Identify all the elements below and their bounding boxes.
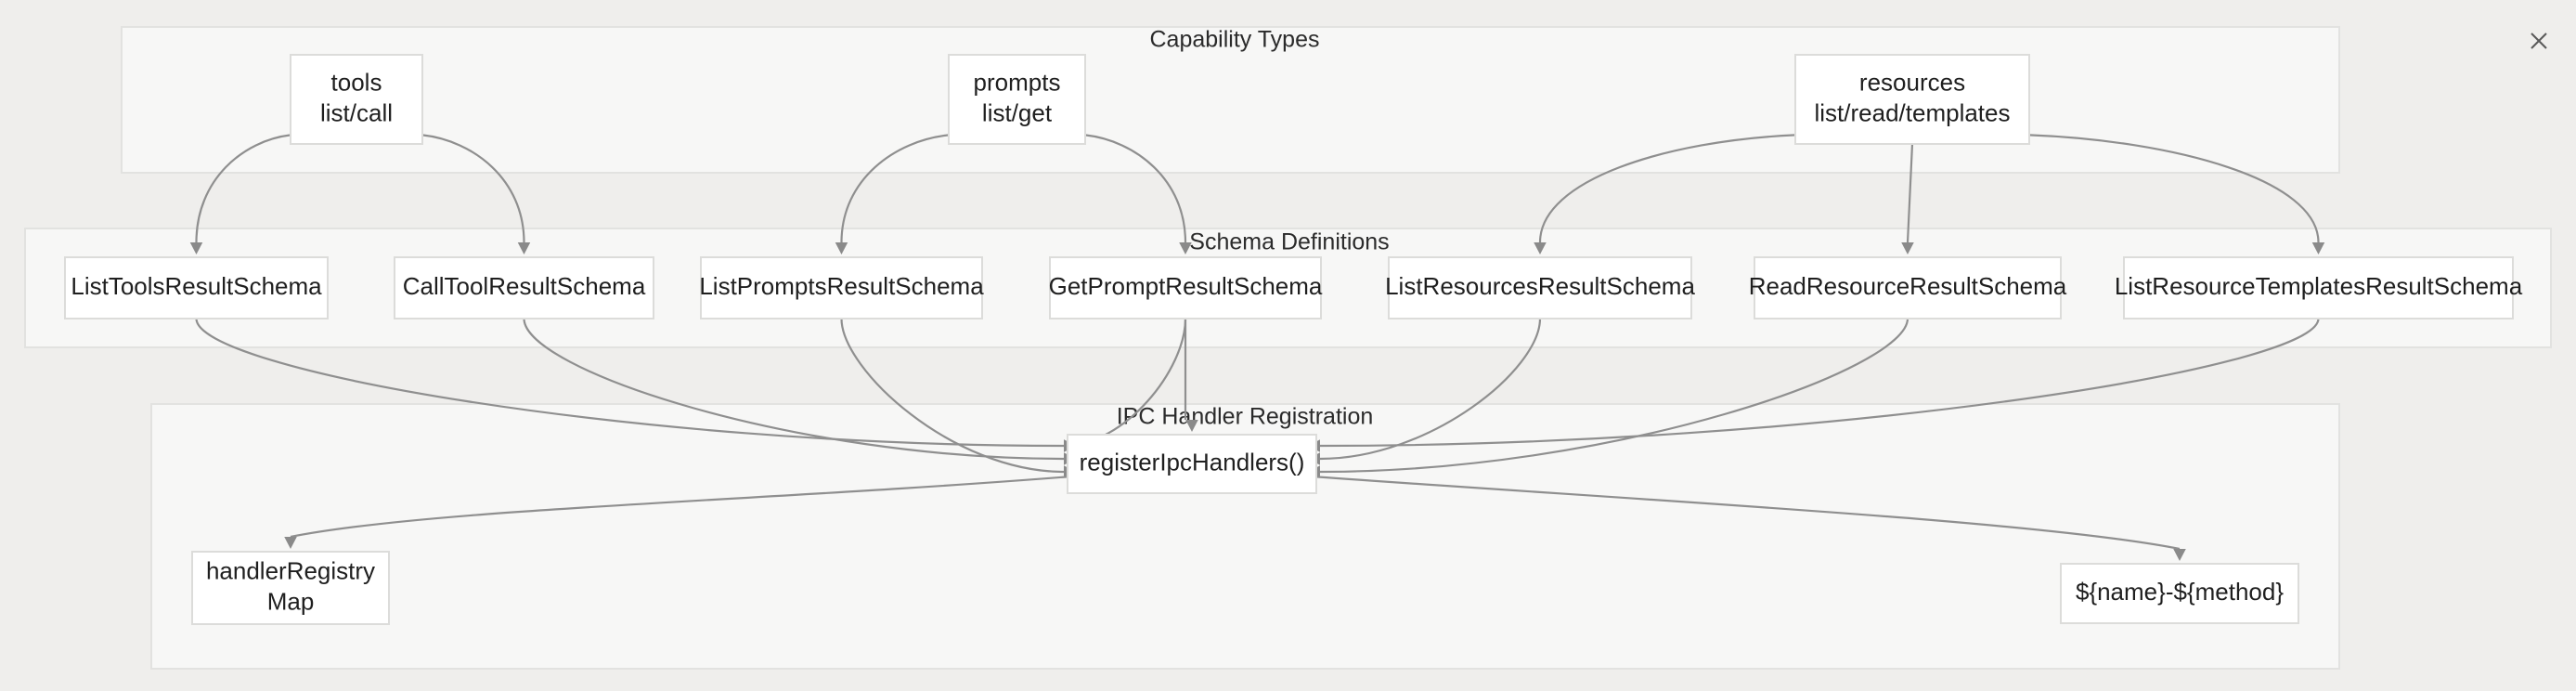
node-label: resources	[1859, 68, 1965, 96]
edge-line	[523, 318, 1065, 461]
arrow-head-glyph	[2311, 242, 2325, 254]
node-box[interactable]	[394, 256, 654, 319]
cluster-label: IPC Handler Registration	[1117, 404, 1374, 430]
edge-arrow-icon	[1185, 420, 1198, 432]
edge-arrow-icon	[2173, 549, 2186, 561]
edge-resources-to-read-resource	[1901, 143, 1914, 254]
node-box[interactable]	[64, 256, 329, 319]
edge-line	[290, 476, 1068, 539]
edge-line	[1084, 134, 1187, 243]
node-get-prompt-result-schema[interactable]: GetPromptResultSchema	[1049, 256, 1323, 319]
edge-resources-to-list-resources	[1534, 134, 1796, 254]
edge-line	[1538, 134, 1796, 243]
edge-line	[840, 318, 1065, 474]
edge-arrow-icon	[2311, 242, 2325, 254]
edge-tools-to-list-tools	[189, 134, 291, 254]
edge-line	[421, 134, 525, 243]
node-label: ${name}-${method}	[2076, 578, 2284, 606]
node-box[interactable]	[1754, 256, 2062, 319]
edge-line	[195, 134, 291, 243]
edge-tools-to-call-tool	[421, 134, 531, 254]
arrow-head-glyph	[189, 242, 203, 254]
edge-arrow-icon	[284, 537, 297, 549]
nodes-layer: toolslist/callpromptslist/getresourcesli…	[64, 54, 2523, 625]
node-label: ListResourceTemplatesResultSchema	[2115, 272, 2523, 300]
node-label: registerIpcHandlers()	[1080, 448, 1305, 476]
node-label: tools	[331, 68, 382, 96]
node-box[interactable]	[700, 256, 983, 319]
node-box[interactable]	[191, 551, 390, 625]
node-list-tools-result-schema[interactable]: ListToolsResultSchema	[64, 256, 329, 319]
node-box[interactable]	[1067, 434, 1317, 494]
node-box[interactable]	[1049, 256, 1322, 319]
node-list-resources-result-schema[interactable]: ListResourcesResultSchema	[1385, 256, 1695, 319]
arrow-head-glyph	[1901, 242, 1914, 254]
edge-arrow-icon	[1179, 242, 1192, 254]
node-label: ListResourcesResultSchema	[1385, 272, 1695, 300]
node-call-tool-result-schema[interactable]: CallToolResultSchema	[394, 256, 654, 319]
node-box[interactable]	[1794, 54, 2030, 145]
arrow-head-glyph	[284, 537, 297, 549]
close-glyph	[2531, 33, 2547, 49]
edge-arrow-icon	[517, 242, 531, 254]
node-label: list/get	[982, 98, 1053, 126]
close-icon[interactable]	[2522, 24, 2556, 58]
node-label: ListToolsResultSchema	[71, 272, 322, 300]
arrow-head-glyph	[835, 242, 848, 254]
node-box[interactable]	[2123, 256, 2514, 319]
node-list-resource-templates-result-schema[interactable]: ListResourceTemplatesResultSchema	[2115, 256, 2523, 319]
node-label: list/call	[320, 98, 393, 126]
edge-line	[1319, 318, 2320, 448]
node-label: Map	[267, 587, 315, 615]
edge-line	[1319, 318, 1542, 461]
edge-prompts-to-get-prompt	[1084, 134, 1192, 254]
node-box[interactable]	[1388, 256, 1692, 319]
node-read-resource-result-schema[interactable]: ReadResourceResultSchema	[1749, 256, 2067, 319]
arrow-head-glyph	[1534, 242, 1547, 254]
node-label: list/read/templates	[1815, 98, 2011, 126]
edge-line	[1319, 318, 1909, 474]
node-label: prompts	[974, 68, 1061, 96]
node-label: ListPromptsResultSchema	[699, 272, 984, 300]
edges-layer	[189, 134, 2325, 561]
node-name-method-key[interactable]: ${name}-${method}	[2060, 563, 2299, 624]
edge-line	[195, 318, 1065, 448]
node-list-prompts-result-schema[interactable]: ListPromptsResultSchema	[699, 256, 984, 319]
arrow-head-glyph	[1185, 420, 1198, 432]
node-box[interactable]	[290, 54, 423, 145]
arrow-head-glyph	[517, 242, 531, 254]
edge-line	[2028, 134, 2320, 243]
arrow-head-glyph	[2173, 549, 2186, 561]
node-box[interactable]	[2060, 563, 2299, 624]
node-label: CallToolResultSchema	[403, 272, 646, 300]
edge-line	[1906, 143, 1914, 243]
cluster-label: Capability Types	[1150, 27, 1320, 53]
edge-get-prompt-drop	[1184, 319, 1198, 432]
edge-register-to-handler-registry	[284, 476, 1068, 549]
node-label: ReadResourceResultSchema	[1749, 272, 2067, 300]
edge-arrow-icon	[835, 242, 848, 254]
edge-arrow-icon	[189, 242, 203, 254]
edge-line	[1315, 476, 2181, 551]
edge-prompts-to-list-prompts	[835, 134, 950, 254]
node-register-ipc-handlers[interactable]: registerIpcHandlers()	[1067, 434, 1317, 494]
node-label: handlerRegistry	[206, 556, 375, 584]
edge-resources-to-list-templates	[2028, 134, 2325, 254]
edge-line	[840, 134, 950, 243]
edge-arrow-icon	[1534, 242, 1547, 254]
cluster-label: Schema Definitions	[1189, 229, 1389, 255]
arrow-head-glyph	[1179, 242, 1192, 254]
edge-register-to-name-method	[1315, 476, 2186, 561]
node-box[interactable]	[948, 54, 1086, 145]
node-label: GetPromptResultSchema	[1049, 272, 1323, 300]
edge-arrow-icon	[1901, 242, 1914, 254]
